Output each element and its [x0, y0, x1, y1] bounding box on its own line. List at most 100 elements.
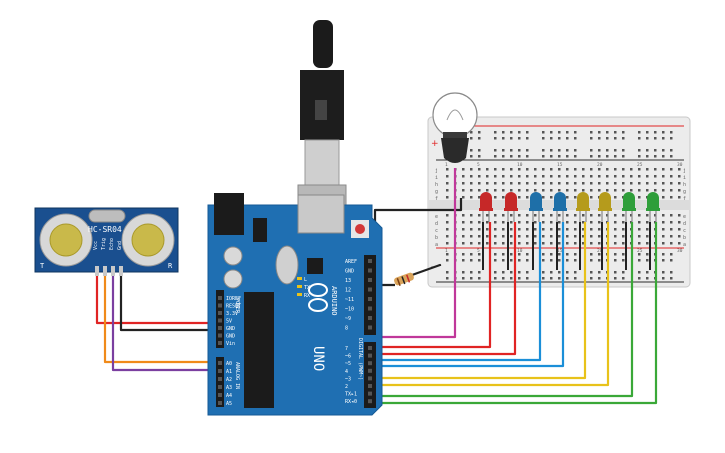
row-letter: c	[435, 228, 438, 234]
row-letter: f	[435, 196, 438, 202]
wire-trig	[103, 273, 218, 364]
digital-pin-label: 2	[345, 384, 348, 390]
digital-title: DIGITAL (PWM~)	[357, 338, 363, 380]
sensor-corner-right: R	[168, 262, 173, 270]
column-number: 20	[597, 162, 603, 168]
power-pin-label: IOREF	[226, 296, 241, 302]
bulb	[432, 92, 478, 163]
analog-pin-label: A3	[226, 385, 232, 391]
led	[598, 192, 612, 222]
arduino-logo	[308, 283, 328, 312]
wire-gnd	[119, 273, 218, 332]
row-letter: g	[683, 189, 686, 195]
row-letter: e	[435, 214, 438, 220]
digital-pin-label: GND	[345, 269, 354, 275]
arduino-brand: ARDUINO	[330, 286, 338, 316]
row-letter: b	[683, 235, 686, 241]
digital-pin-label: 4	[345, 369, 348, 375]
column-number: 15	[557, 248, 563, 254]
power-pin-label: Vin	[226, 341, 235, 347]
digital-pin-label: ~9	[345, 316, 351, 322]
power-title: POWER	[234, 298, 240, 314]
wire-led4	[375, 222, 565, 368]
row-letter: d	[683, 221, 686, 227]
column-number: 30	[677, 162, 683, 168]
sensor-pin-label: Trig	[101, 238, 107, 250]
wire-led1	[375, 222, 492, 349]
wire-led6	[375, 222, 610, 387]
rail-plus-label: +	[431, 139, 439, 149]
wire-echo	[111, 273, 218, 372]
sensor-pin-label: Gnd	[117, 241, 123, 250]
arduino-board: ARDUINO UNO POWER ANALOG IN DIGITAL (PWM…	[207, 193, 383, 416]
led	[479, 192, 493, 222]
wire-bulb	[375, 168, 457, 339]
sensor-pin-label: Echo	[109, 238, 115, 250]
led	[646, 192, 660, 222]
digital-pin-label: ~5	[345, 361, 351, 367]
digital-pin-label: 13	[345, 278, 351, 284]
row-letter: f	[683, 196, 686, 202]
column-number: 20	[597, 248, 603, 254]
wire-led5	[375, 222, 587, 380]
power-pin-label: GND	[226, 326, 235, 332]
row-letter: j	[683, 168, 686, 174]
wire-led7	[375, 222, 634, 398]
row-letter: h	[683, 182, 686, 188]
led	[576, 192, 590, 222]
onboard-led-labels: L TX RX	[297, 277, 310, 299]
row-letter: a	[435, 242, 438, 248]
onboard-led-label: TX	[304, 285, 310, 291]
usb-cable	[297, 20, 347, 216]
resistor	[394, 272, 414, 287]
analog-pin-label: A1	[226, 369, 232, 375]
row-letter: e	[683, 214, 686, 220]
digital-pin-label: RX◂0	[345, 399, 357, 405]
power-pin-label: 3.3V	[226, 311, 238, 317]
digital-pin-label: ~10	[345, 307, 354, 313]
onboard-led-label: L	[304, 277, 307, 283]
digital-pin-label: TX▸1	[345, 392, 357, 398]
digital-pin-label: ~11	[345, 297, 354, 303]
column-number: 10	[517, 162, 523, 168]
column-number: 5	[477, 248, 480, 254]
row-letter: c	[683, 228, 686, 234]
led	[622, 192, 636, 222]
column-number: 1	[445, 162, 448, 168]
led-row	[479, 192, 660, 222]
analog-pin-label: A4	[226, 393, 232, 399]
row-letter: a	[683, 242, 686, 248]
power-pin-label: GND	[226, 334, 235, 340]
row-letter: i	[683, 175, 686, 181]
led	[553, 192, 567, 222]
row-letter: h	[435, 182, 438, 188]
analog-title: ANALOG IN	[234, 362, 240, 389]
analog-pin-label: A2	[226, 377, 232, 383]
row-letter: b	[435, 235, 438, 241]
analog-pin-label: A5	[226, 401, 232, 407]
sensor-pin-label: Vcc	[93, 241, 99, 250]
sensor-corner-left: T	[40, 262, 45, 270]
wire-resistor-out	[411, 263, 442, 277]
column-number: 15	[557, 162, 563, 168]
column-number: 10	[517, 248, 523, 254]
column-number: 5	[477, 162, 480, 168]
arduino-model: UNO	[310, 346, 326, 371]
row-letter: i	[435, 175, 438, 181]
wire-led8	[375, 222, 658, 405]
onboard-led-label: RX	[304, 293, 310, 299]
power-pin-label: 5V	[226, 319, 232, 325]
led	[529, 192, 543, 222]
row-letter: j	[435, 168, 438, 174]
analog-pin-label: A0	[226, 361, 232, 367]
led	[504, 192, 518, 222]
column-number: 30	[677, 248, 683, 254]
digital-pin-label: 8	[345, 326, 348, 332]
